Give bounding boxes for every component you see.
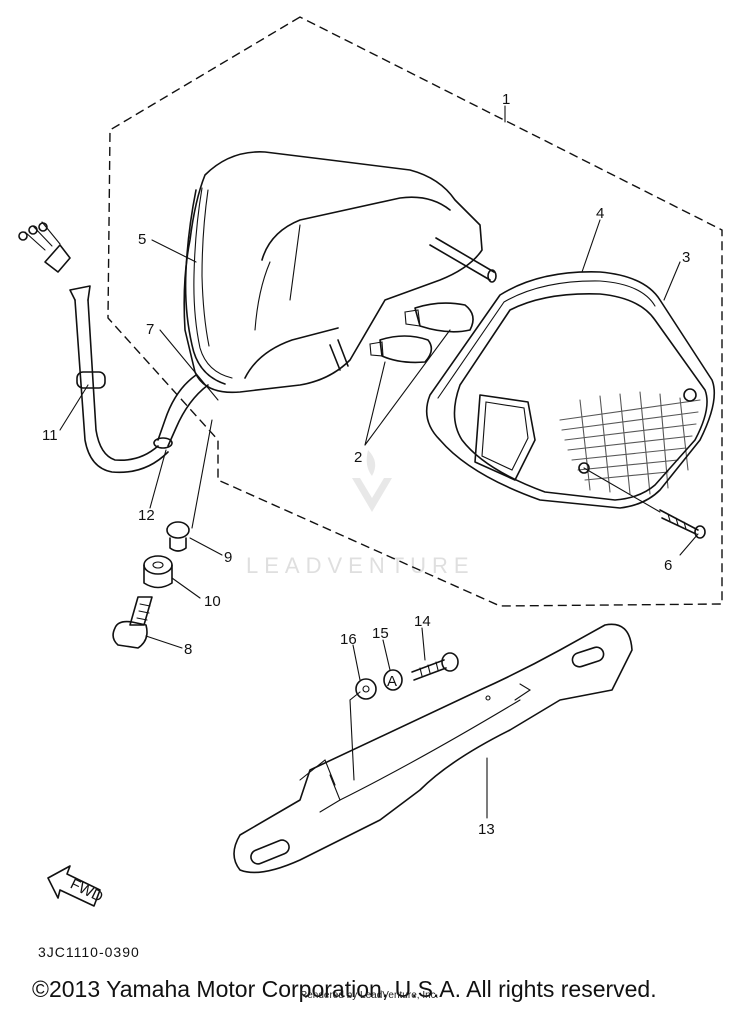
- leader-lines: [59, 105, 699, 819]
- callout-3: 3: [682, 249, 690, 266]
- render-credit: Rendered by LeadVenture, Inc.: [300, 990, 439, 1001]
- bolt: [112, 596, 153, 649]
- fwd-arrow: FWD: [47, 865, 106, 907]
- callout-4: 4: [596, 205, 604, 222]
- callout-13: 13: [478, 821, 495, 838]
- tail-light-housing: [183, 151, 497, 394]
- callout-10: 10: [204, 593, 221, 610]
- callout-12: 12: [138, 507, 155, 524]
- tail-light-lens: [453, 293, 708, 501]
- callout-1: 1: [502, 91, 510, 108]
- callout-7: 7: [146, 321, 154, 338]
- callout-11: 11: [42, 427, 58, 444]
- callout-6: 6: [664, 557, 672, 574]
- callout-16: 16: [340, 631, 357, 648]
- callout-14: 14: [414, 613, 431, 630]
- callout-15: 15: [372, 625, 389, 642]
- copyright-notice: ©2013 Yamaha Motor Corporation, U.S.A. A…: [32, 976, 657, 1002]
- callout-2: 2: [354, 449, 362, 466]
- assembly-boundary: [107, 16, 723, 607]
- wiring-harness: [18, 221, 209, 474]
- lens-gasket: [425, 271, 716, 509]
- callout-8: 8: [184, 641, 192, 658]
- callout-5: 5: [138, 231, 146, 248]
- reference-code: 3JC1110-0390: [38, 944, 140, 960]
- lock-washer: A: [383, 669, 403, 691]
- fwd-arrow-label: FWD: [68, 876, 106, 906]
- lens-screw: [583, 467, 706, 539]
- plate-bolt: [411, 652, 459, 681]
- flat-washer: [355, 678, 377, 700]
- callout-9: 9: [224, 549, 232, 566]
- collar: [143, 555, 173, 589]
- license-bracket: [233, 623, 633, 874]
- watermark-text: LEADVENTURE: [246, 553, 475, 578]
- svg-text:A: A: [387, 673, 397, 690]
- grommet: [166, 521, 190, 552]
- leadventure-watermark: LEADVENTURE: [246, 450, 475, 578]
